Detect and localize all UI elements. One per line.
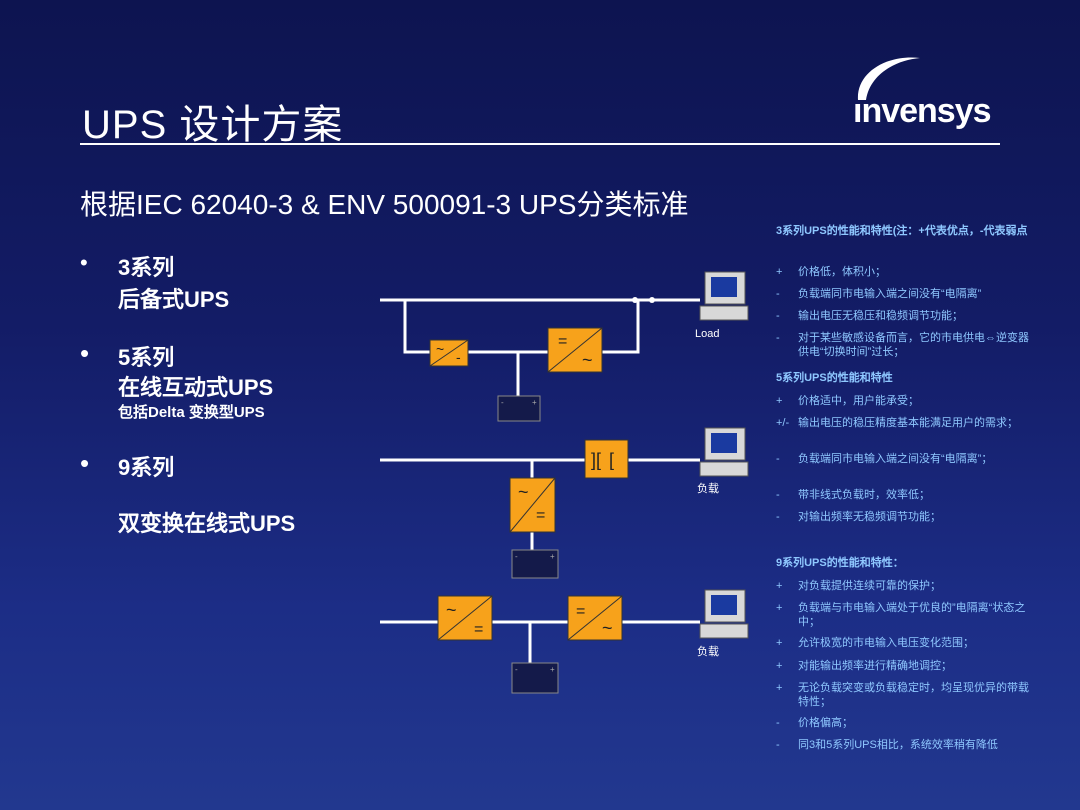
list-item: +/-输出电压的稳压精度基本能满足用户的需求； (776, 417, 1018, 429)
list-item: -负载端同市电输入端之间没有“电隔离”； (776, 453, 993, 465)
list-item: +对负载提供连续可靠的保护； (776, 580, 941, 592)
list-item: +对能输出频率进行精确地调控； (776, 660, 952, 672)
svg-text:-: - (515, 665, 518, 674)
svg-text:~: ~ (518, 482, 529, 502)
list-item: +负载端与市电输入端处于优良的”电隔离“状态之中； (776, 602, 1026, 628)
list-item: +允许极宽的市电输入电压变化范围； (776, 637, 974, 649)
svg-text:~: ~ (602, 618, 613, 638)
computer-icon (699, 271, 749, 321)
svg-text:+: + (550, 552, 555, 561)
battery-1: -+ (497, 395, 541, 422)
title-divider (80, 143, 1000, 145)
converter-box: ~ = (509, 477, 556, 533)
load-label: 负载 (697, 646, 719, 658)
series3-heading: 3系列UPS的性能和特性(注：+代表优点，-代表弱点 (776, 225, 1028, 237)
load-label: Load (695, 328, 720, 340)
list-item: +无论负载突变或负载稳定时，均呈现优异的带载特性； (776, 682, 1029, 708)
series5-type: 在线互动式UPS (118, 375, 274, 400)
page-title: UPS 设计方案 (82, 103, 344, 147)
svg-text:=: = (558, 333, 567, 350)
inverter-box: = ~ (547, 327, 603, 373)
transformer-box: ][ [ (584, 439, 629, 479)
svg-text:+: + (532, 398, 537, 407)
svg-text:=: = (474, 621, 483, 638)
bullet-marker: • (80, 448, 90, 478)
computer-icon (699, 427, 749, 477)
invensys-logo-icon (857, 57, 920, 100)
ups-topology-diagram: ~ - = ~ ][ [ ~ = ~ = = ~ -+ -+ - (380, 271, 749, 694)
list-item: -输出电压无稳压和稳频调节功能； (776, 310, 963, 322)
svg-text:=: = (536, 507, 545, 524)
series5-heading: 5系列UPS的性能和特性 (776, 372, 893, 384)
list-item: +价格适中，用户能承受； (776, 395, 919, 407)
bullet-marker: • (80, 338, 90, 368)
switch-contact-1 (632, 297, 638, 303)
rectifier-box-dc: ~ = (437, 595, 493, 641)
list-item: -对于某些敏感设备而言，它的市电供电⇔逆变器供电“切换时间”过长； (776, 332, 1029, 358)
series9-heading: 9系列UPS的性能和特性： (776, 557, 904, 569)
svg-text:-: - (501, 398, 504, 407)
bullet-marker: • (80, 250, 88, 275)
series9-type: 双变换在线式UPS (118, 511, 296, 536)
list-item: -带非线式负载时，效率低； (776, 489, 930, 501)
series9-label: 9系列 (118, 455, 175, 480)
battery-3: -+ (511, 662, 559, 694)
inverter-box-dc: = ~ (567, 595, 623, 641)
svg-text:[: [ (609, 450, 614, 470)
svg-text:-: - (456, 349, 461, 365)
load-label: 负载 (697, 483, 719, 495)
series3-type: 后备式UPS (118, 287, 230, 312)
svg-text:-: - (515, 552, 518, 561)
svg-text:=: = (576, 603, 585, 620)
svg-text:+: + (550, 665, 555, 674)
rectifier-box: ~ - (429, 339, 469, 367)
svg-text:~: ~ (436, 341, 444, 357)
svg-text:][: ][ (591, 450, 601, 470)
svg-text:~: ~ (446, 600, 457, 620)
series3-label: 3系列 (118, 255, 175, 280)
switch-contact-2 (649, 297, 655, 303)
list-item: +价格低，体积小； (776, 266, 886, 278)
logo-text: ınvensys (853, 92, 992, 130)
battery-2: -+ (511, 549, 559, 579)
svg-text:~: ~ (582, 350, 593, 370)
series5-note: 包括Delta 变换型UPS (118, 404, 265, 421)
list-item: -价格偏高； (776, 717, 853, 729)
series5-label: 5系列 (118, 345, 175, 370)
subtitle: 根据IEC 62040-3 & ENV 500091-3 UPS分类标准 (80, 189, 689, 220)
list-item: -对输出频率无稳频调节功能； (776, 511, 941, 523)
list-item: -负载端同市电输入端之间没有“电隔离” (776, 288, 982, 300)
computer-icon (699, 589, 749, 639)
list-item: -同3和5系列UPS相比，系统效率稍有降低 (776, 739, 998, 751)
